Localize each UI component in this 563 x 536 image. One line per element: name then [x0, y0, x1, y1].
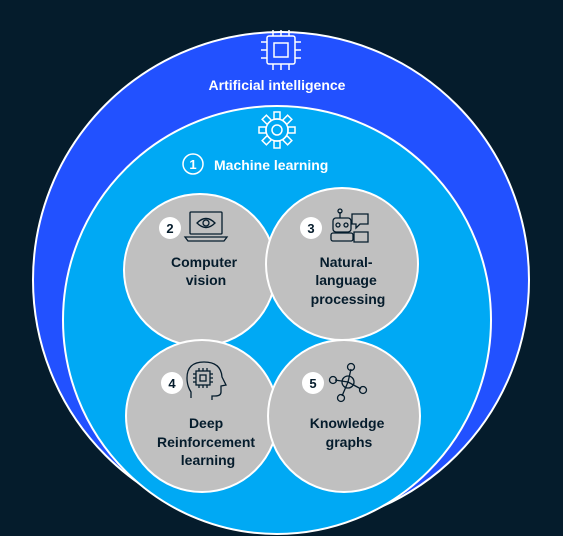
- nlp-label: Natural- language processing: [311, 254, 386, 307]
- cpu-chip-icon: [261, 30, 301, 70]
- head-chip-icon: [186, 361, 227, 400]
- svg-text:2: 2: [166, 221, 173, 236]
- knowledge-graphs-label: Knowledge graphs: [310, 415, 389, 450]
- item-4-badge: 4: [161, 372, 183, 394]
- computer-vision-circle[interactable]: [123, 193, 277, 347]
- network-graph-icon: [328, 362, 368, 403]
- laptop-eye-icon: [183, 211, 229, 242]
- ml-number-badge: 1: [182, 153, 204, 175]
- computer-vision-label: Computer vision: [171, 254, 241, 288]
- item-2-badge: 2: [159, 217, 181, 239]
- robot-chat-icon: [330, 208, 369, 243]
- item-3-badge: 3: [300, 217, 322, 239]
- ml-title: Machine learning: [214, 157, 328, 173]
- item-5-badge: 5: [302, 372, 324, 394]
- svg-text:3: 3: [307, 221, 314, 236]
- ai-title: Artificial intelligence: [209, 77, 346, 93]
- svg-text:1: 1: [189, 157, 196, 172]
- svg-text:5: 5: [309, 376, 316, 391]
- deep-rl-label: Deep Reinforcement learning: [157, 415, 259, 468]
- svg-text:4: 4: [168, 376, 176, 391]
- gear-icon: [258, 111, 296, 149]
